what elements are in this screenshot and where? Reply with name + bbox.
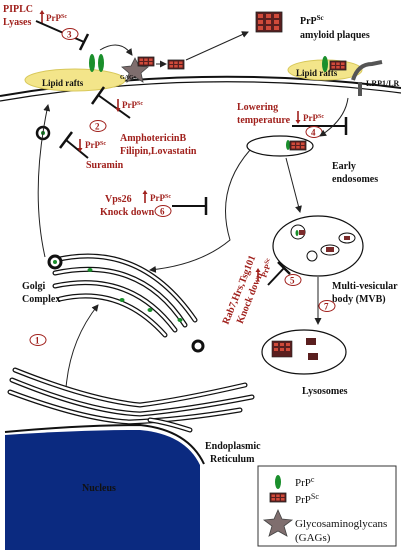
early-endosomes-line1: Early — [332, 161, 356, 172]
legend-prpsc-icon — [269, 492, 287, 503]
step-number-7: 7 — [324, 302, 329, 312]
inhibit-line-suramin — [65, 139, 89, 159]
lrp-label: LRP1/LR — [366, 79, 400, 88]
lipid-raft-left — [24, 68, 126, 92]
gag-star-icon — [121, 57, 149, 83]
mvb-line2: body (MVB) — [332, 294, 386, 305]
step-number-4: 4 — [311, 128, 316, 138]
prpc-on-raft-2 — [98, 54, 104, 72]
svg-text:PrPSc: PrPSc — [259, 257, 274, 279]
legend-gag-icon — [262, 509, 294, 537]
to-amyloid-arrow — [185, 31, 249, 61]
mvb-line1: Multi-vesicular — [332, 281, 398, 292]
step-number-2: 2 — [95, 122, 100, 132]
legend-prpc-label: PrP — [295, 477, 311, 489]
gags-label: GAGs — [120, 75, 137, 81]
legend-prpsc-sup: Sc — [311, 492, 319, 501]
legend-gag-line1: Glycosaminoglycans — [295, 518, 387, 530]
piplc-line1: PIPLC — [3, 4, 33, 15]
vps26-line1: Vps26 — [105, 194, 132, 205]
er-to-golgi-arrow — [65, 304, 99, 389]
piplc-line2: Lyases — [3, 17, 31, 28]
golgi-line1: Golgi — [22, 281, 46, 292]
svg-text:PrPc: PrPc — [295, 475, 315, 489]
svg-text:PrPSc: PrPSc — [46, 13, 67, 23]
lrp-receptor-icon — [351, 60, 383, 81]
suramin-label: Suramin — [86, 160, 124, 171]
step-number-3: 3 — [67, 30, 72, 40]
golgi-complex — [52, 253, 198, 338]
prpsc-early-endosome — [289, 140, 307, 151]
step-number-5: 5 — [290, 276, 295, 286]
raft-to-gag-arrow — [99, 44, 133, 56]
nucleus-label: Nucleus — [82, 483, 116, 494]
prpsc-sup-5: Sc — [264, 257, 272, 265]
svg-text:PrPSc: PrPSc — [122, 100, 143, 110]
lipid-rafts-label-right: Lipid rafts — [296, 68, 338, 78]
inhibit-line-3 — [35, 20, 85, 43]
prpsc-up-arrow-6 — [141, 189, 149, 204]
legend-prpsc-label: PrP — [295, 494, 311, 506]
amyloid-label-line2: amyloid plaques — [300, 30, 370, 41]
retrograde-arrow — [149, 149, 251, 273]
inhibit-line-5 — [267, 267, 285, 286]
step-number-1: 1 — [35, 336, 40, 346]
endoplasmic-reticulum — [7, 367, 255, 433]
step-number-6: 6 — [160, 207, 165, 217]
svg-text:PrPSc: PrPSc — [150, 193, 171, 203]
prpsc-on-raft-right — [329, 60, 347, 71]
secretory-arrow — [37, 104, 51, 258]
svg-text:PrPSc: PrPSc — [303, 113, 324, 123]
amyloid-label-sup: Sc — [317, 14, 324, 22]
lowtemp-line2: temperature — [237, 115, 291, 126]
golgi-line2: Complex — [22, 294, 60, 305]
lowtemp-line1: Lowering — [237, 102, 278, 113]
prpsc-label-suramin: PrP — [85, 140, 100, 150]
svg-text:PrPSc: PrPSc — [300, 14, 324, 27]
prpc-on-raft-1 — [89, 54, 95, 72]
lysosome-plaque-icon — [271, 340, 293, 358]
early-endosomes-line2: endosomes — [332, 174, 378, 185]
prpsc-sup-4: Sc — [318, 114, 324, 120]
prpsc-down-arrow-4 — [294, 110, 302, 125]
prpc-on-raft-right — [322, 56, 328, 72]
ampho-line1: AmphotericinB — [120, 133, 186, 144]
prpsc-label-3: PrP — [46, 13, 61, 23]
prpsc-sup-suramin: Sc — [100, 141, 106, 147]
amyloid-plaque-icon — [255, 11, 283, 33]
prpsc-on-gag — [137, 56, 155, 67]
prpsc-label-2: PrP — [122, 100, 137, 110]
prpsc-label-5: PrP — [259, 263, 272, 279]
amyloid-label-prp: PrP — [300, 16, 317, 27]
plasma-membrane-inner — [0, 81, 401, 102]
golgi-vesicle-right — [191, 339, 205, 353]
svg-text:PrPSc: PrPSc — [85, 140, 106, 150]
legend-prpc-sup: c — [311, 475, 315, 484]
prpsc-up-arrow-3 — [38, 9, 46, 24]
vps26-line2: Knock down — [100, 207, 155, 218]
nucleus — [5, 430, 200, 550]
prpsc-label-6: PrP — [150, 193, 165, 203]
prpsc-sup-3: Sc — [61, 14, 67, 20]
ampho-line2: Filipin,Lovastatin — [120, 146, 197, 157]
inhibit-line-2 — [97, 94, 131, 119]
legend-gag-line2: (GAGs) — [295, 532, 331, 544]
prpsc-sup-2: Sc — [137, 101, 143, 107]
er-line1: Endoplasmic — [205, 441, 261, 452]
prpsc-label-4: PrP — [303, 113, 318, 123]
prpsc-block-mid-1 — [167, 59, 185, 70]
lipid-rafts-label-left: Lipid rafts — [42, 78, 84, 88]
prpsc-sup-6: Sc — [165, 194, 171, 200]
legend-prpc-icon — [275, 475, 281, 489]
er-line2: Reticulum — [210, 454, 255, 465]
svg-text:PrPSc: PrPSc — [295, 492, 319, 506]
lysosomes-label: Lysosomes — [302, 386, 348, 397]
multi-vesicular-body — [272, 215, 364, 277]
